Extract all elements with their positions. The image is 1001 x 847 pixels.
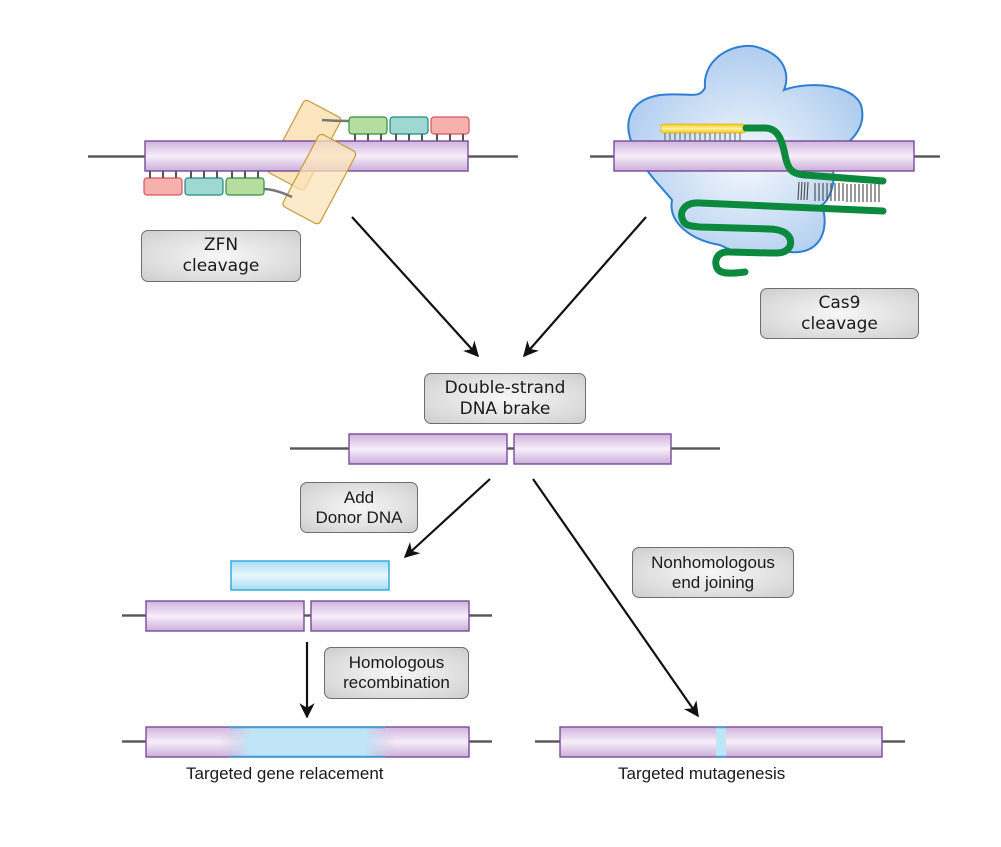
arrow-to-donor xyxy=(403,478,491,559)
label-line: DNA brake xyxy=(459,398,551,419)
zinc-finger-array-top xyxy=(348,116,470,141)
arrow-cas9-to-dsb xyxy=(522,216,647,358)
dna-flank-line xyxy=(122,614,492,617)
zinc-finger-green xyxy=(225,177,265,196)
cas9-cleavage-label: Cas9 cleavage xyxy=(760,288,919,339)
zinc-finger-teal xyxy=(184,177,224,196)
label-line: Nonhomologous xyxy=(651,552,775,572)
replaced-region xyxy=(147,728,468,756)
label-line: Add xyxy=(343,487,375,507)
zinc-finger-red xyxy=(430,116,470,135)
mutation-site xyxy=(716,728,726,756)
broken-dna-with-donor xyxy=(122,600,492,632)
zinc-finger-green xyxy=(348,116,388,135)
arrow-zfn-to-dsb xyxy=(351,216,480,358)
label-line: cleavage xyxy=(801,313,878,334)
zinc-finger-teal xyxy=(389,116,429,135)
zinc-finger-red xyxy=(143,177,183,196)
arrow-to-nhej xyxy=(532,478,699,718)
add-donor-dna-label: Add Donor DNA xyxy=(300,482,418,533)
zfn-complex xyxy=(88,99,518,225)
guide-rna-strand xyxy=(678,124,887,277)
zfn-linker xyxy=(262,187,293,199)
label-line: end joining xyxy=(671,572,755,592)
label-line: Donor DNA xyxy=(315,507,403,527)
label-line: recombination xyxy=(343,673,450,692)
dna-segment-left xyxy=(348,433,508,465)
foki-nuclease-domain xyxy=(282,133,357,225)
zfn-cleavage-label: ZFN cleavage xyxy=(141,230,301,282)
mutagenesis-dna xyxy=(535,726,905,758)
gene-replacement-caption: Targeted gene relacement xyxy=(186,764,384,783)
base-pair-ticks xyxy=(664,133,741,141)
dna-segment-right xyxy=(513,433,672,465)
target-sequence xyxy=(660,123,747,134)
double-strand-break-label: Double-strand DNA brake xyxy=(424,373,586,424)
broken-dna xyxy=(290,433,720,465)
mutagenesis-caption: Targeted mutagenesis xyxy=(618,764,786,783)
label-line: Cas9 xyxy=(818,292,861,313)
zinc-finger-array-bottom xyxy=(143,171,265,196)
homologous-recombination-label: Homologous recombination xyxy=(324,647,469,699)
label-line: ZFN xyxy=(203,235,239,255)
rna-hairpin-ticks xyxy=(797,181,880,202)
nhej-label: Nonhomologous end joining xyxy=(632,547,794,598)
gene-replacement-dna xyxy=(122,726,492,758)
label-line: Homologous xyxy=(348,653,445,672)
donor-dna xyxy=(230,560,390,591)
dna-segment-right xyxy=(310,600,470,632)
cas9-complex xyxy=(590,44,940,277)
label-line: Double-strand xyxy=(444,377,566,398)
label-line: cleavage xyxy=(182,256,260,276)
dna-segment xyxy=(613,140,915,172)
dna-segment-left xyxy=(145,600,305,632)
zfn-linker xyxy=(321,118,350,123)
